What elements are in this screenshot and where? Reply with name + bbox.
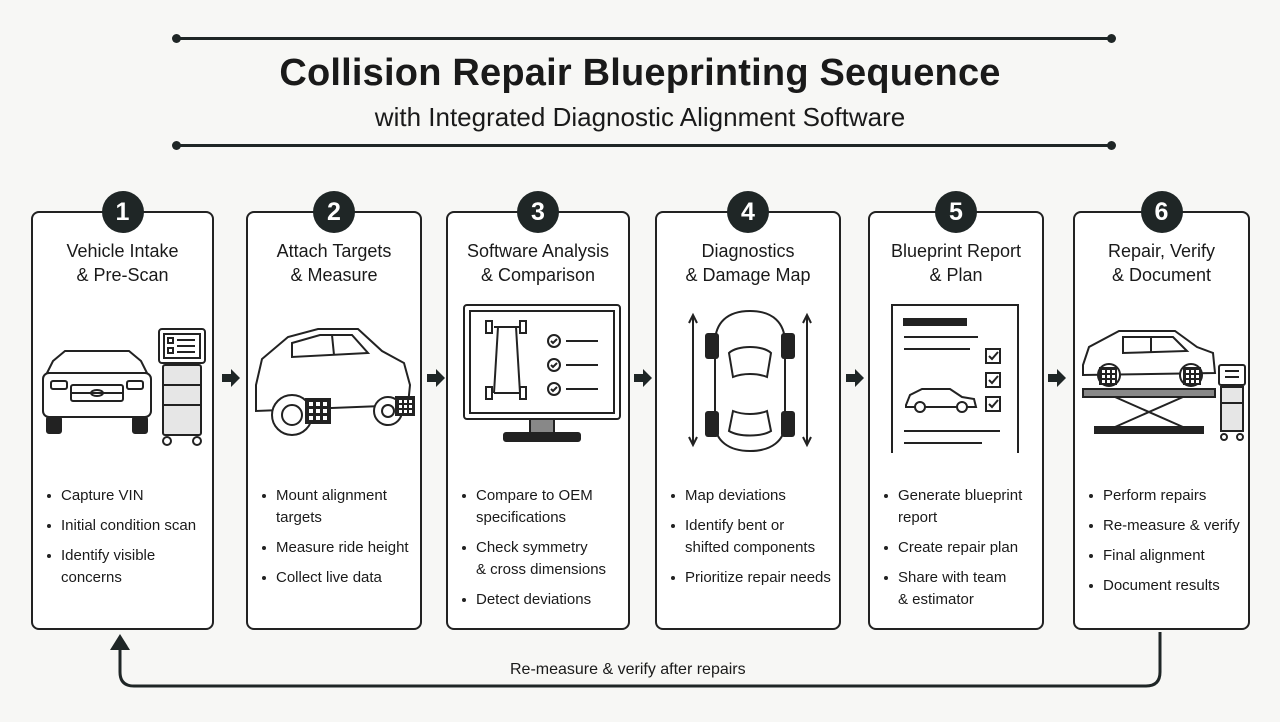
feedback-loop-label: Re-measure & verify after repairs bbox=[510, 661, 746, 678]
list-item: Check symmetry & cross dimensions bbox=[460, 537, 622, 581]
list-item: Detect deviations bbox=[460, 589, 622, 611]
arrow-right-icon bbox=[634, 369, 652, 387]
step-title: Software Analysis & Comparison bbox=[466, 241, 610, 285]
step-card-2: 2 Attach Targets & Measure Mount alignme… bbox=[246, 191, 422, 630]
page-subtitle: with Integrated Diagnostic Alignment Sof… bbox=[374, 102, 906, 132]
step-title: Vehicle Intake & Pre-Scan bbox=[66, 241, 179, 285]
step-badge: 1 bbox=[101, 191, 144, 233]
list-item: Generate blueprint report bbox=[882, 485, 1036, 529]
monitor-analysis-icon bbox=[463, 304, 621, 442]
step-card-6: 6 Repair, Verify & Document P bbox=[1073, 191, 1250, 630]
step-bullets: Perform repairs Re-measure & verify Fina… bbox=[1087, 485, 1242, 605]
list-item: Map deviations bbox=[669, 485, 833, 507]
step-card-5: 5 Blueprint Report & Plan Generate bluep… bbox=[868, 191, 1044, 630]
list-item: Share with team & estimator bbox=[882, 567, 1036, 611]
list-item: Final alignment bbox=[1087, 545, 1242, 567]
page-title: Collision Repair Blueprinting Sequence bbox=[279, 52, 1001, 94]
list-item: Collect live data bbox=[260, 567, 414, 589]
arrow-right-icon bbox=[846, 369, 864, 387]
car-top-view-damage-map-icon bbox=[688, 309, 812, 453]
step-title: Diagnostics & Damage Map bbox=[685, 241, 811, 285]
arrow-right-icon bbox=[427, 369, 445, 387]
step-card-4: 4 Diagnostics & Damage Map Map deviation… bbox=[655, 191, 841, 630]
step-bullets: Compare to OEM specifications Check symm… bbox=[460, 485, 622, 619]
list-item: Mount alignment targets bbox=[260, 485, 414, 529]
step-badge: 3 bbox=[517, 191, 559, 233]
list-item: Identify bent or shifted components bbox=[669, 515, 833, 559]
step-title: Blueprint Report & Plan bbox=[890, 241, 1022, 285]
list-item: Capture VIN bbox=[45, 485, 206, 507]
step-badge: 2 bbox=[313, 191, 355, 233]
list-item: Identify visible concerns bbox=[45, 545, 206, 589]
list-item: Measure ride height bbox=[260, 537, 414, 559]
step-bullets: Map deviations Identify bent or shifted … bbox=[669, 485, 833, 597]
list-item: Prioritize repair needs bbox=[669, 567, 833, 589]
arrow-right-icon bbox=[222, 369, 240, 387]
list-item: Create repair plan bbox=[882, 537, 1036, 559]
step-title: Repair, Verify & Document bbox=[1107, 241, 1216, 285]
step-title: Attach Targets & Measure bbox=[276, 241, 392, 285]
title-rule-bottom bbox=[172, 141, 1116, 150]
car-with-targets-icon bbox=[255, 328, 415, 436]
step-badge: 6 bbox=[1140, 191, 1183, 233]
list-item: Document results bbox=[1087, 575, 1242, 597]
blueprint-report-document-icon bbox=[891, 304, 1019, 453]
car-on-lift-icon bbox=[1082, 330, 1246, 441]
arrow-right-icon bbox=[1048, 369, 1066, 387]
step-card-3: 3 Software Analysis & Comparison Compare… bbox=[446, 191, 630, 630]
step-badge: 4 bbox=[727, 191, 769, 233]
list-item: Re-measure & verify bbox=[1087, 515, 1242, 537]
list-item: Initial condition scan bbox=[45, 515, 206, 537]
list-item: Perform repairs bbox=[1087, 485, 1242, 507]
step-bullets: Mount alignment targets Measure ride hei… bbox=[260, 485, 414, 597]
list-item: Compare to OEM specifications bbox=[460, 485, 622, 529]
step-badge: 5 bbox=[935, 191, 977, 233]
car-front-and-scanner-icon bbox=[42, 328, 206, 446]
step-bullets: Capture VIN Initial condition scan Ident… bbox=[45, 485, 206, 597]
step-bullets: Generate blueprint report Create repair … bbox=[882, 485, 1036, 619]
title-rule-top bbox=[172, 34, 1116, 43]
step-card-1: 1 Vehicle Intake & Pre-Scan Capture VIN … bbox=[31, 191, 214, 630]
